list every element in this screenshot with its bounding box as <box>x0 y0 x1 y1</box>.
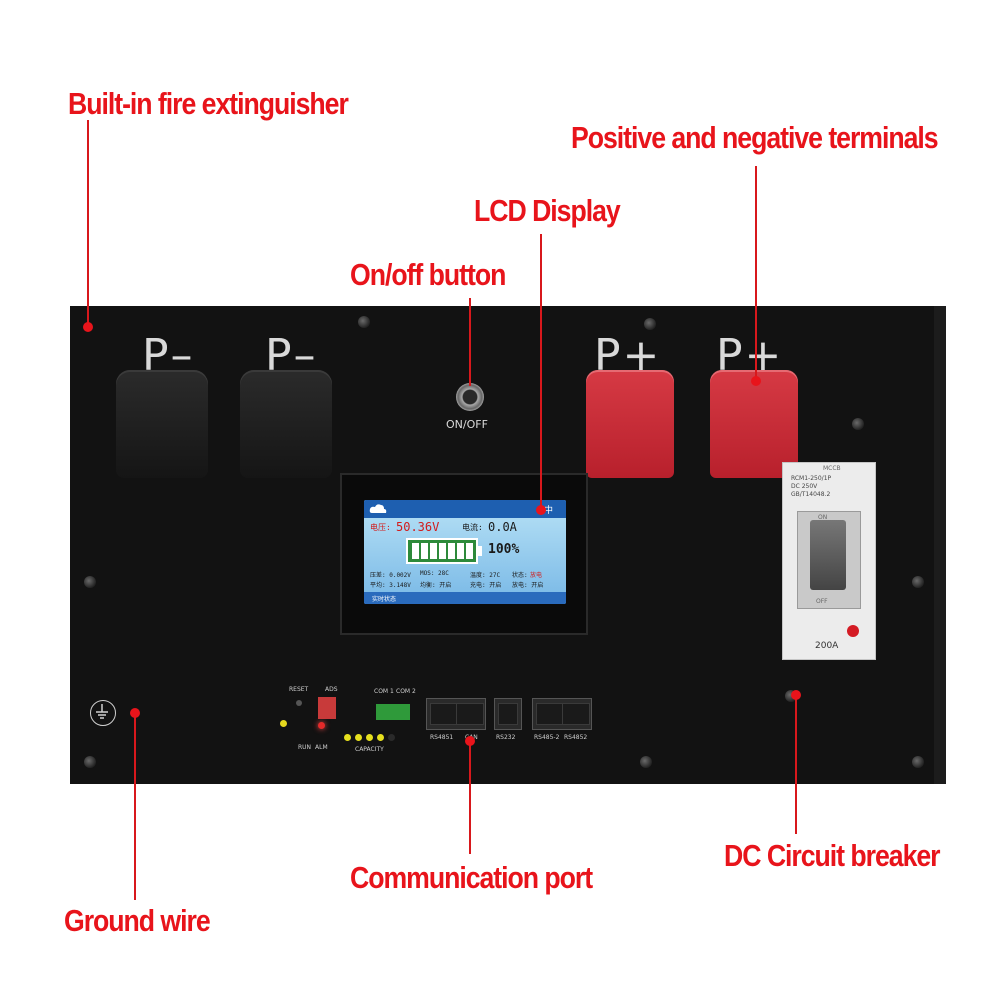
battery-soc-icon <box>406 538 478 564</box>
negative-terminal-cap[interactable] <box>116 370 208 478</box>
lcd-voltage: 50.36V <box>396 520 440 534</box>
lcd-current-label: 电流: <box>462 523 483 532</box>
capacity-led <box>344 734 351 741</box>
breaker-indicator <box>847 625 859 637</box>
lcd-header-bar: 中 <box>364 500 566 518</box>
reset-button[interactable] <box>296 700 302 706</box>
lcd-current: 0.0A <box>488 520 517 534</box>
lcd-row1-a: 压差: 0.002V <box>370 572 411 579</box>
breaker-toggle-switch[interactable] <box>810 520 846 590</box>
com-terminal-block[interactable] <box>376 704 410 720</box>
cloud-logo-icon <box>369 504 387 513</box>
lcd-row2-c: 充电: 开启 <box>470 582 502 589</box>
callout-fire-extinguisher: Built-in fire extinguisher <box>68 86 349 121</box>
alarm-led <box>318 722 325 729</box>
rs232-port[interactable] <box>498 703 518 725</box>
callout-communication-port: Communication port <box>350 860 593 895</box>
breaker-toggle-well: ON OFF <box>797 511 861 609</box>
leader-dot-lcd <box>536 505 546 515</box>
ads-label: ADS <box>325 686 338 693</box>
run-label: RUN <box>298 744 312 751</box>
screw <box>912 756 924 768</box>
power-button[interactable] <box>456 383 484 411</box>
leader-breaker <box>795 694 797 834</box>
breaker-on-label: ON <box>818 514 828 521</box>
screw <box>852 418 864 430</box>
battery-tip <box>478 546 482 556</box>
lcd-row1-b: MOS: 28C <box>420 570 449 577</box>
ground-icon <box>90 700 116 726</box>
screw <box>358 316 370 328</box>
lcd-screen: 中 电压: 50.36V 电流: 0.0A 100% 压差: 0.002V MO… <box>364 500 566 604</box>
leader-dot-terminals <box>751 376 761 386</box>
breaker-standard: GB/T14048.2 <box>791 491 831 498</box>
leader-terminals <box>755 166 757 380</box>
capacity-led <box>366 734 373 741</box>
rs485-2-label: RS485-2 <box>534 734 560 741</box>
negative-terminal-cap[interactable] <box>240 370 332 478</box>
lcd-tab-bar: 实时状态 <box>364 592 566 604</box>
leader-comm-port <box>469 740 471 854</box>
panel-side-edge <box>934 306 946 784</box>
leader-ground <box>134 714 136 900</box>
callout-dc-breaker: DC Circuit breaker <box>724 838 941 873</box>
leader-dot-comm-port <box>465 736 475 746</box>
breaker-spec: DC 250V <box>791 483 818 490</box>
capacity-led <box>377 734 384 741</box>
positive-terminal-cap[interactable] <box>710 370 798 478</box>
rs4852-port[interactable] <box>562 703 590 725</box>
leader-dot-ground <box>130 708 140 718</box>
lcd-row1-d-label: 状态: <box>512 572 528 579</box>
com1-label: COM 1 <box>374 688 394 695</box>
leader-onoff <box>469 298 471 386</box>
run-led <box>280 720 287 727</box>
lcd-soc: 100% <box>488 542 520 557</box>
callout-terminals: Positive and negative terminals <box>571 120 939 155</box>
screw <box>84 756 96 768</box>
capacity-led <box>388 734 395 741</box>
lcd-voltage-label: 电压: <box>370 523 391 532</box>
lcd-row2-a: 平均: 3.148V <box>370 582 411 589</box>
screw <box>84 576 96 588</box>
lcd-language: 中 <box>544 506 554 516</box>
callout-onoff-button: On/off button <box>350 257 506 292</box>
rs232-label: RS232 <box>496 734 516 741</box>
rs4852-label: RS4852 <box>564 734 588 741</box>
breaker-off-label: OFF <box>816 598 828 605</box>
lcd-row1-c: 温度: 27C <box>470 572 501 579</box>
can-port[interactable] <box>456 703 484 725</box>
callout-lcd-display: LCD Display <box>474 193 621 228</box>
screw <box>644 318 656 330</box>
dc-circuit-breaker: MCCB RCM1-250/1P DC 250V GB/T14048.2 ON … <box>782 462 876 660</box>
reset-label: RESET <box>289 686 309 693</box>
positive-terminal-cap[interactable] <box>586 370 674 478</box>
screw <box>640 756 652 768</box>
lcd-row2-b: 均衡: 开启 <box>420 582 452 589</box>
lcd-row2-d: 放电: 开启 <box>512 582 544 589</box>
com2-label: COM 2 <box>396 688 416 695</box>
onoff-label: ON/OFF <box>446 418 488 431</box>
leader-dot-fire-extinguisher <box>83 322 93 332</box>
callout-ground-wire: Ground wire <box>64 903 211 938</box>
breaker-mccb: MCCB <box>823 465 841 472</box>
rs485-2-port[interactable] <box>536 703 564 725</box>
ads-dip-switch[interactable] <box>318 697 336 719</box>
breaker-model: RCM1-250/1P <box>791 475 832 482</box>
lcd-row1-d: 放电 <box>530 572 543 579</box>
leader-dot-breaker <box>791 690 801 700</box>
capacity-led <box>355 734 362 741</box>
leader-fire-extinguisher <box>87 120 89 328</box>
alarm-label: ALM <box>315 744 328 751</box>
rs4851-label: RS4851 <box>430 734 454 741</box>
leader-lcd <box>540 234 542 510</box>
lcd-tab-realtime[interactable]: 实时状态 <box>372 596 397 603</box>
screw <box>912 576 924 588</box>
capacity-label: CAPACITY <box>355 746 384 753</box>
breaker-rating: 200A <box>815 641 839 651</box>
rs4851-port[interactable] <box>430 703 458 725</box>
